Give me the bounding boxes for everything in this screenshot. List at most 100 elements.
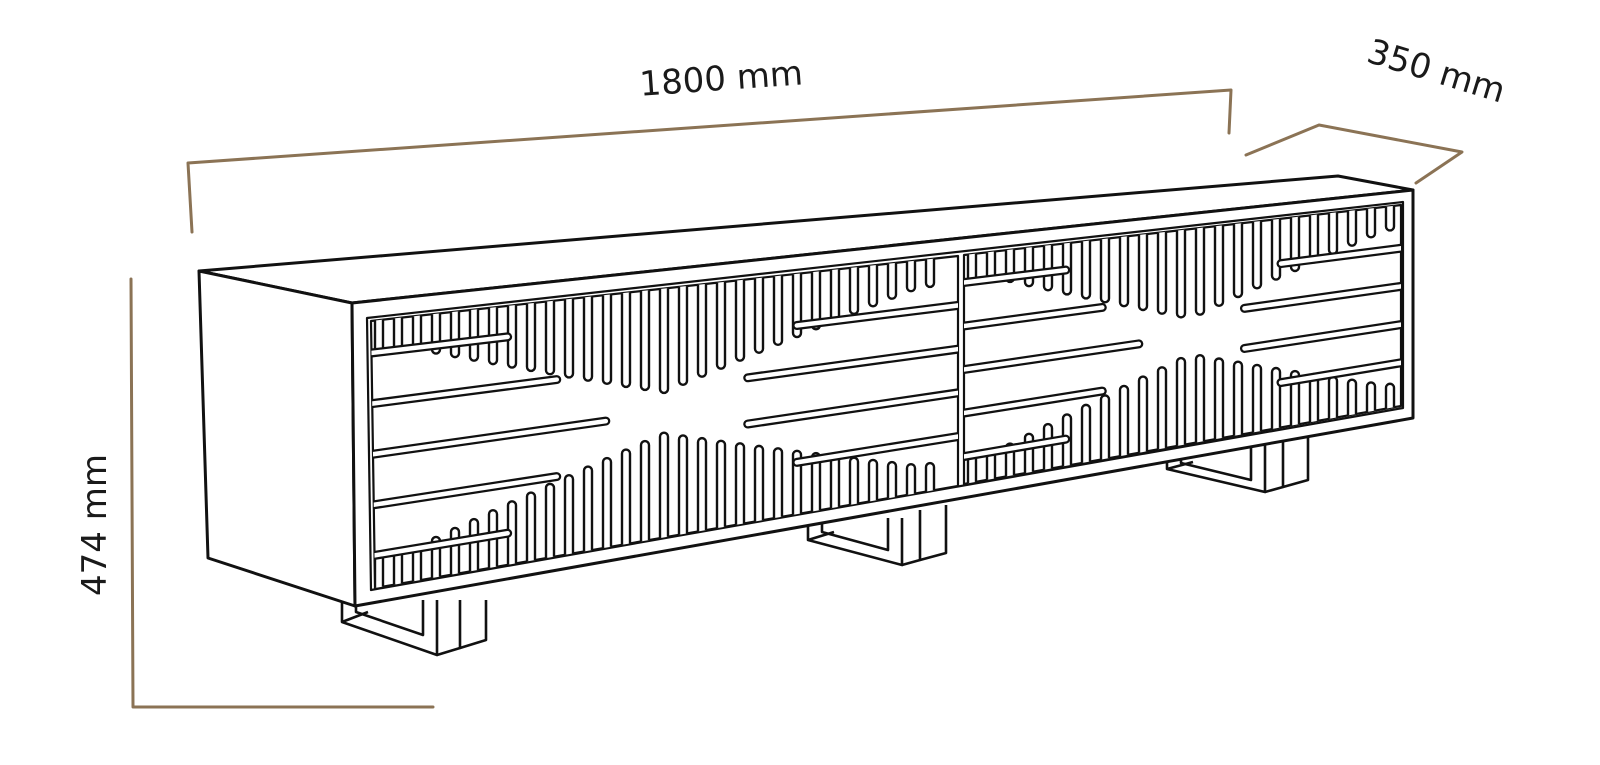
door-left-groove [867,458,879,506]
door-right-groove [1118,384,1130,461]
door-right-groove [1232,360,1244,441]
door-left-groove [696,279,708,378]
door-right-h-groove [1242,320,1401,351]
door-right-groove [1023,242,1035,288]
door-left-groove [658,431,670,543]
door-right-groove [1042,422,1054,475]
door-left-groove [620,448,632,549]
door-right-groove [1099,233,1111,304]
door-left-groove [582,465,594,556]
door-left-groove [829,264,841,323]
door-left-groove [715,277,727,370]
door-right-groove [1156,366,1168,454]
door-left-groove [582,291,594,382]
door-right-groove [1251,216,1263,290]
depth-dimension-line [1244,123,1464,185]
door-left-groove [620,287,632,389]
door-left-h-groove [794,301,958,328]
door-right-groove [1137,375,1149,458]
door-left-groove [677,281,689,386]
door-left-h-groove [745,389,958,427]
door-left-h-groove [371,474,559,510]
door-right-groove [1080,235,1092,300]
door-right-groove [1346,205,1358,247]
door-left-h-groove [371,418,609,459]
door-left-h-groove [794,432,958,465]
door-right-h-groove [1278,358,1401,385]
door-left-groove [601,289,613,386]
door-left-groove [905,462,917,500]
door-left-groove [734,442,746,530]
door-right-groove [1023,432,1035,478]
door-left-groove [696,436,708,536]
door-right-h-groove [964,341,1142,374]
door-left [369,254,960,590]
height-label: 474 mm [75,454,115,596]
door-left-h-groove [371,334,510,357]
door-right-groove [1118,231,1130,308]
door-right-h-groove [964,267,1068,286]
door-left-groove [563,474,575,559]
door-right-groove [1213,357,1225,444]
door-left-groove [449,306,461,359]
door-right-groove [1365,205,1377,239]
door-left-groove [734,274,746,362]
dimension-lines [129,88,1464,709]
door-right-groove [1270,366,1282,434]
door-right-groove [1251,363,1263,437]
door-right-groove [1080,403,1092,468]
door-left-groove [924,256,936,289]
door-right-groove [1175,224,1187,319]
door-left-groove [658,283,670,395]
door-left-groove [373,553,385,588]
door-right-groove [1327,375,1339,424]
door-right-groove [1042,240,1054,292]
door-left-groove [772,447,784,523]
door-right-groove [1137,229,1149,312]
door-right-h-groove [1242,282,1401,311]
door-left-groove [829,454,841,513]
door-right-groove [1194,353,1206,448]
door-left-groove [905,256,917,293]
door-left-groove [753,272,765,354]
cabinet-doors [369,203,1403,590]
door-right-groove [1156,227,1168,315]
door-right-h-groove [1278,244,1401,266]
door-left-groove [677,434,689,539]
door-left-groove [772,270,784,347]
door-left-h-groove [745,345,958,381]
door-right-groove [1384,205,1396,232]
door-left-h-groove [371,530,510,560]
door-left-groove [715,439,727,533]
door-left-groove [544,482,556,563]
door-right-groove [1194,222,1206,316]
door-left-groove [601,456,613,553]
door-left-groove [525,491,537,566]
door-right-groove [1232,218,1244,299]
door-right-groove [1270,214,1282,281]
door-right-h-groove [964,305,1105,330]
cabinet-legs [340,432,1310,657]
door-right-groove [1175,356,1187,451]
door-left-groove [886,460,898,503]
leg-left [340,600,488,657]
height-dimension-line [129,277,435,709]
door-left-groove [639,439,651,546]
door-left-groove [392,550,404,588]
depth-label: 350 mm [1362,32,1509,112]
door-right-groove [1327,207,1339,256]
cabinet-side [197,269,357,608]
door-left-groove [525,298,537,373]
door-left-groove [544,295,556,376]
door-right-h-groove [964,436,1068,461]
door-left-groove [848,456,860,510]
door-left-groove [563,293,575,379]
door-left-groove [867,260,879,308]
door-left-groove [848,262,860,316]
door-right-groove-pattern [964,205,1401,484]
door-left-groove [924,461,936,497]
door-left-groove [449,526,461,579]
door-right-groove [1099,394,1111,465]
